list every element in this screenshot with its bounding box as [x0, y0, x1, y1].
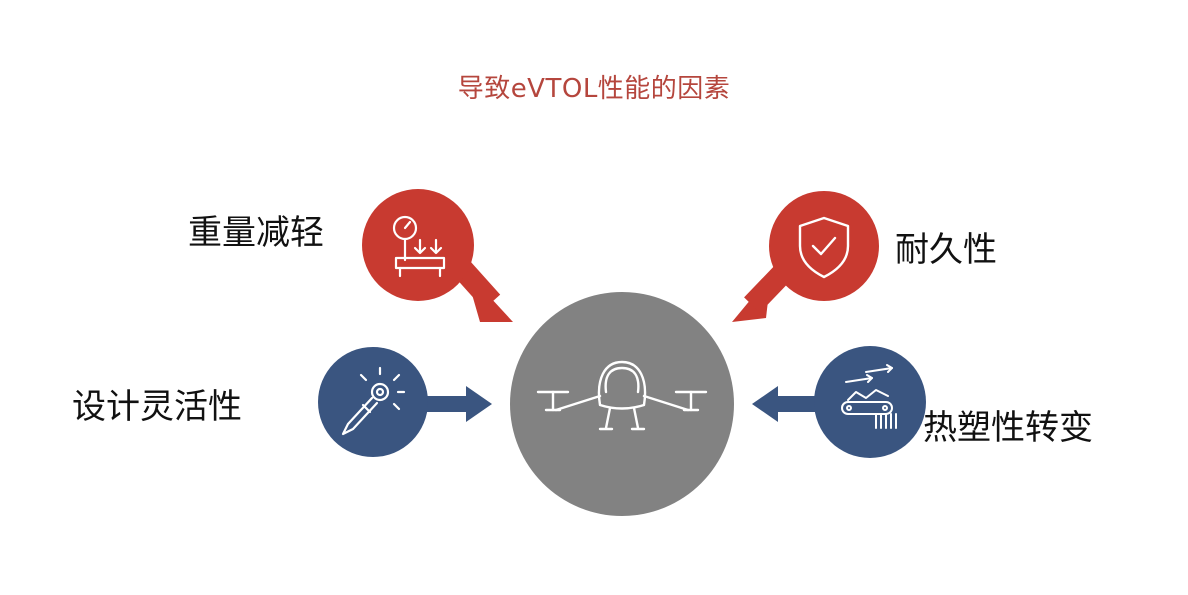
pen-idea-icon [341, 366, 406, 436]
center-node [510, 292, 734, 516]
arrow-thermoplastic-transition [752, 386, 778, 422]
label-durability: 耐久性 [895, 230, 997, 270]
circle-weight-reduction [362, 189, 474, 301]
shield-check-icon [798, 216, 850, 279]
scale-icon [392, 215, 446, 278]
circle-durability [769, 191, 879, 301]
factor-thermoplastic-transition [752, 346, 926, 458]
arrow-design-flexibility [466, 386, 492, 422]
conveyor-recycle-icon [841, 364, 897, 429]
factor-weight-reduction [362, 189, 513, 322]
evtol-aircraft-icon [536, 360, 708, 431]
diagram-title: 导致eVTOL性能的因素 [457, 74, 731, 104]
circle-design-flexibility [318, 347, 428, 457]
center-circle [510, 292, 734, 516]
label-thermoplastic-transition: 热塑性转变 [923, 408, 1093, 448]
factor-durability [732, 191, 879, 322]
factor-design-flexibility [318, 347, 492, 457]
label-design-flexibility: 设计灵活性 [72, 387, 242, 427]
label-weight-reduction: 重量减轻 [188, 213, 324, 253]
